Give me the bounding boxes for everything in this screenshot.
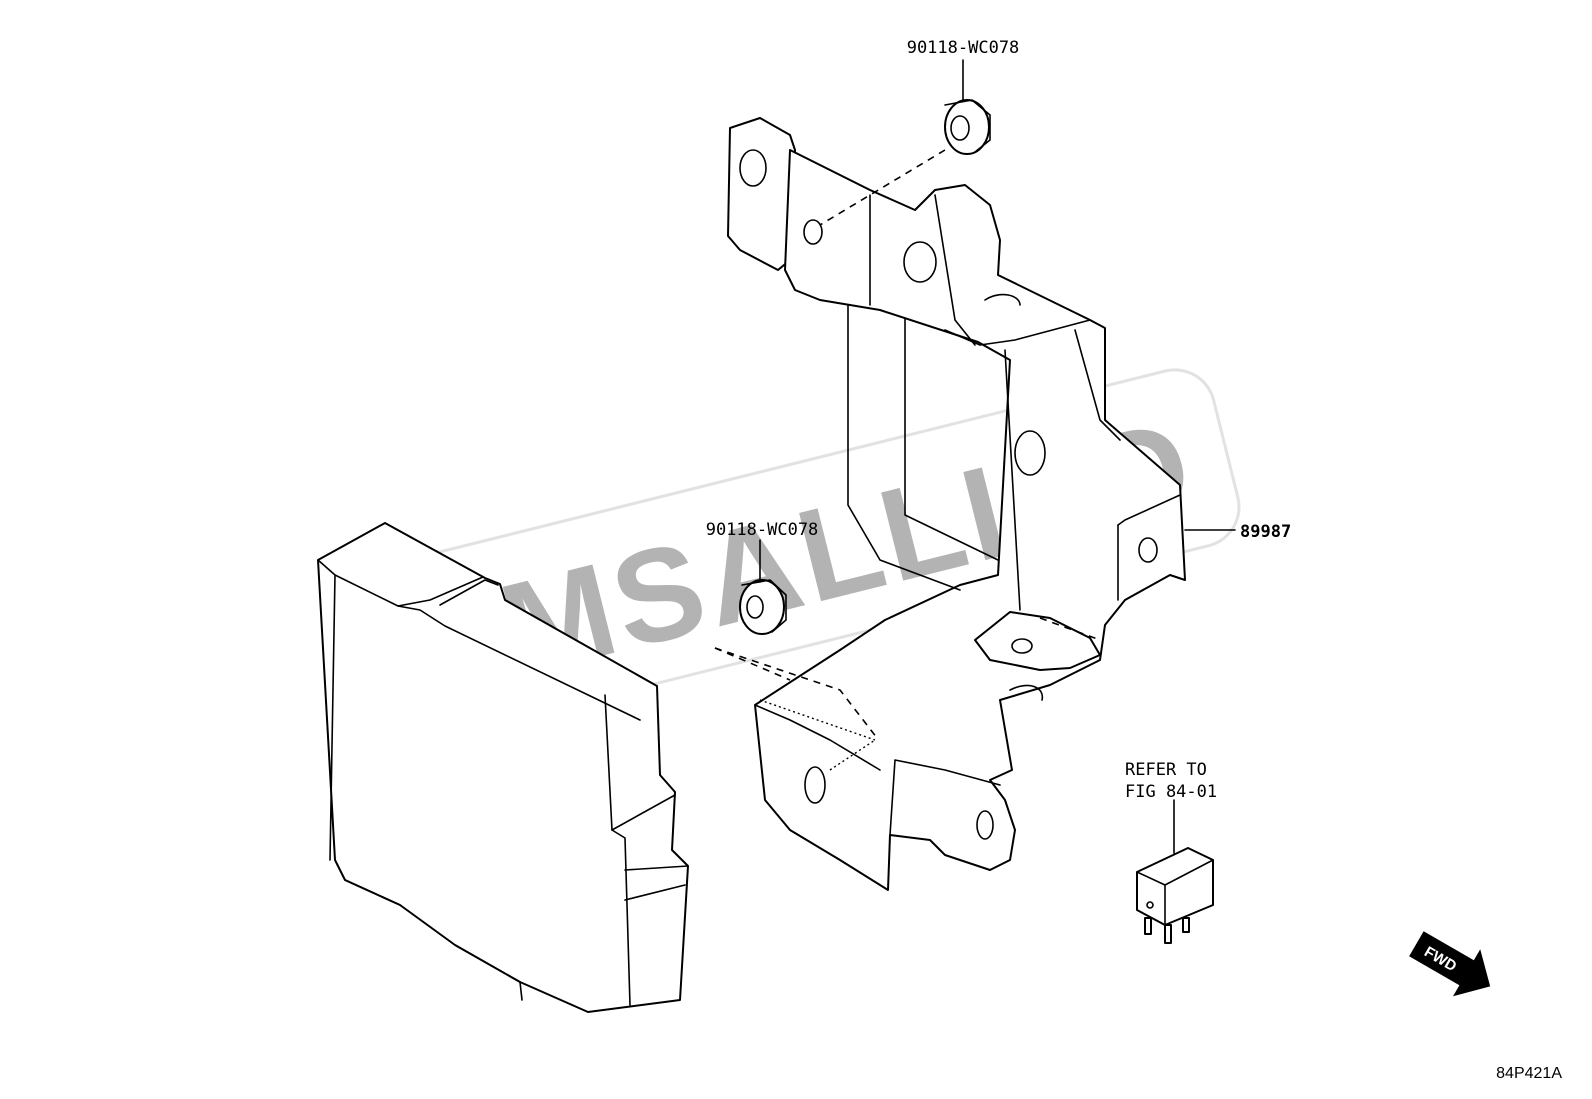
relay bbox=[1136, 799, 1214, 944]
callout-nut-mid: 90118-WC078 bbox=[706, 520, 819, 540]
callout-bracket: 89987 bbox=[1240, 522, 1291, 542]
ecu-module bbox=[317, 522, 689, 1013]
callout-refer-line2: FIG 84-01 bbox=[1125, 782, 1217, 802]
callout-nut-top: 90118-WC078 bbox=[907, 38, 1020, 58]
nut-mid bbox=[714, 539, 878, 739]
mounting-bracket bbox=[727, 117, 1186, 891]
nut-top bbox=[819, 59, 991, 226]
fwd-arrow-icon: FWD bbox=[1409, 931, 1491, 997]
callout-refer-line1: REFER TO bbox=[1125, 760, 1207, 780]
figure-code: 84P421A bbox=[1496, 1065, 1562, 1082]
